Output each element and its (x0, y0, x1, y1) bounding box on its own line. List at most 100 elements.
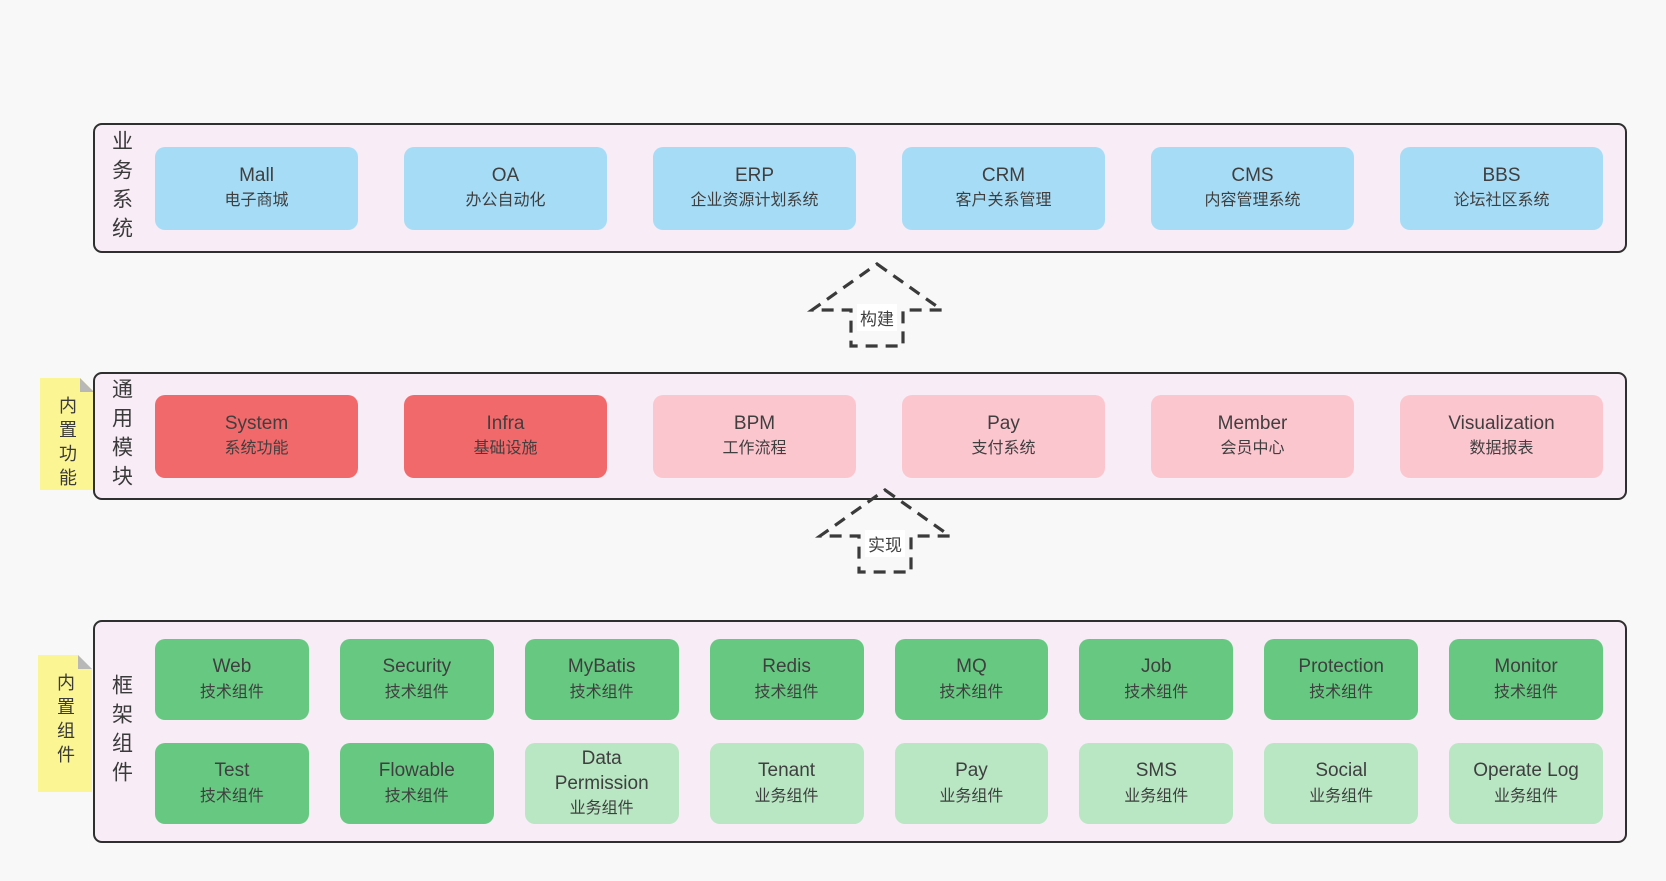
box-title: CRM (981, 164, 1026, 186)
box-title: Monitor (1494, 656, 1558, 678)
box-title: Security (382, 656, 452, 678)
box-oa: OA 办公自动化 (404, 146, 607, 230)
box-title: MyBatis (567, 656, 636, 678)
box-subtitle: 内容管理系统 (1204, 192, 1301, 210)
module-boxes: System 系统功能 Infra 基础设施 BPM 工作流程 Pay 支付系统… (147, 374, 1625, 498)
box-bbs: BBS 论坛社区系统 (1400, 146, 1603, 230)
box-subtitle: 会员中心 (1220, 440, 1285, 458)
box-pay-component: Pay 业务组件 (894, 743, 1049, 824)
box-title: SMS (1135, 760, 1177, 782)
box-title: Web (212, 656, 252, 678)
box-bpm: BPM 工作流程 (653, 394, 856, 478)
box-subtitle: 论坛社区系统 (1453, 192, 1550, 210)
box-title: Member (1217, 412, 1288, 434)
box-mall: Mall 电子商城 (155, 146, 358, 230)
folded-corner-icon (78, 655, 92, 669)
box-subtitle: 业务组件 (939, 787, 1004, 805)
box-subtitle: 技术组件 (1309, 683, 1374, 701)
box-system: System 系统功能 (155, 394, 358, 478)
box-title: BBS (1482, 164, 1521, 186)
box-title: Redis (762, 656, 811, 678)
box-subtitle: 技术组件 (384, 683, 449, 701)
common-modules-band: 通用模块 System 系统功能 Infra 基础设施 BPM 工作流程 Pay… (93, 372, 1627, 500)
box-data-permission: Data Permission 业务组件 (524, 743, 679, 824)
implement-arrow-label: 实现 (865, 530, 905, 557)
business-systems-band: 业务系统 Mall 电子商城 OA 办公自动化 ERP 企业资源计划系统 CRM… (93, 123, 1627, 253)
component-row-1: Web 技术组件 Security 技术组件 MyBatis 技术组件 Redi… (155, 639, 1603, 720)
box-cms: CMS 内容管理系统 (1151, 146, 1354, 230)
implement-arrow: 实现 (810, 486, 960, 576)
box-social: Social 业务组件 (1264, 743, 1419, 824)
box-title: Test (214, 760, 250, 782)
up-arrow-icon (806, 262, 948, 348)
box-monitor: Monitor 技术组件 (1449, 639, 1603, 720)
business-boxes: Mall 电子商城 OA 办公自动化 ERP 企业资源计划系统 CRM 客户关系… (147, 125, 1625, 251)
band-label-components: 框架组件 (109, 673, 133, 790)
box-subtitle: 业务组件 (1124, 787, 1189, 805)
box-title: System (224, 412, 289, 434)
box-title: MQ (956, 656, 987, 678)
box-security: Security 技术组件 (339, 639, 494, 720)
box-title: BPM (733, 412, 776, 434)
box-protection: Protection 技术组件 (1264, 639, 1419, 720)
box-sms: SMS 业务组件 (1079, 743, 1234, 824)
box-subtitle: 技术组件 (1124, 683, 1189, 701)
up-arrow-icon (814, 488, 956, 574)
box-subtitle: 工作流程 (722, 440, 787, 458)
box-tenant: Tenant 业务组件 (709, 743, 864, 824)
note-label: 内置功能 (57, 396, 77, 492)
component-rows: Web 技术组件 Security 技术组件 MyBatis 技术组件 Redi… (147, 622, 1625, 841)
box-title: Tenant (758, 760, 816, 782)
box-title: Protection (1298, 656, 1384, 678)
box-subtitle: 电子商城 (224, 192, 289, 210)
box-subtitle: 技术组件 (939, 683, 1004, 701)
folded-corner-icon (80, 378, 94, 392)
box-title: Social (1315, 760, 1368, 782)
box-mybatis: MyBatis 技术组件 (524, 639, 679, 720)
build-arrow: 构建 (802, 260, 952, 350)
box-title: Flowable (378, 760, 455, 782)
box-pay-module: Pay 支付系统 (902, 394, 1105, 478)
box-subtitle: 技术组件 (754, 683, 819, 701)
box-infra: Infra 基础设施 (404, 394, 607, 478)
built-in-functions-note: 内置功能 (40, 378, 94, 492)
note-label: 内置组件 (55, 673, 75, 769)
box-title: Mall (239, 164, 274, 186)
box-title: Data Permission (554, 747, 649, 794)
box-subtitle: 系统功能 (224, 440, 289, 458)
box-erp: ERP 企业资源计划系统 (653, 146, 856, 230)
box-subtitle: 数据报表 (1469, 440, 1534, 458)
box-title: Visualization (1448, 412, 1555, 434)
box-crm: CRM 客户关系管理 (902, 146, 1105, 230)
box-redis: Redis 技术组件 (709, 639, 864, 720)
component-row-2: Test 技术组件 Flowable 技术组件 Data Permission … (155, 743, 1603, 824)
band-label-modules: 通用模块 (109, 378, 133, 494)
box-member: Member 会员中心 (1151, 394, 1354, 478)
built-in-components-note: 内置组件 (38, 655, 92, 792)
box-title: Job (1140, 656, 1172, 678)
box-test: Test 技术组件 (155, 743, 309, 824)
box-subtitle: 技术组件 (199, 683, 264, 701)
box-subtitle: 技术组件 (569, 683, 634, 701)
box-job: Job 技术组件 (1079, 639, 1234, 720)
box-operate-log: Operate Log 业务组件 (1449, 743, 1603, 824)
box-web: Web 技术组件 (155, 639, 309, 720)
box-title: Operate Log (1473, 760, 1579, 782)
box-visualization: Visualization 数据报表 (1400, 394, 1603, 478)
box-subtitle: 技术组件 (199, 787, 264, 805)
box-title: Pay (955, 760, 988, 782)
box-title: OA (491, 164, 520, 186)
box-title: Infra (486, 412, 525, 434)
box-subtitle: 支付系统 (971, 440, 1036, 458)
box-mq: MQ 技术组件 (894, 639, 1049, 720)
box-flowable: Flowable 技术组件 (339, 743, 494, 824)
box-title: ERP (734, 164, 775, 186)
build-arrow-label: 构建 (857, 304, 897, 331)
box-subtitle: 技术组件 (384, 787, 449, 805)
box-title: CMS (1231, 164, 1274, 186)
framework-components-band: 框架组件 Web 技术组件 Security 技术组件 MyBatis 技术组件… (93, 620, 1627, 843)
box-subtitle: 业务组件 (1309, 787, 1374, 805)
box-subtitle: 技术组件 (1494, 683, 1559, 701)
box-subtitle: 基础设施 (473, 440, 538, 458)
box-subtitle: 业务组件 (1494, 787, 1559, 805)
